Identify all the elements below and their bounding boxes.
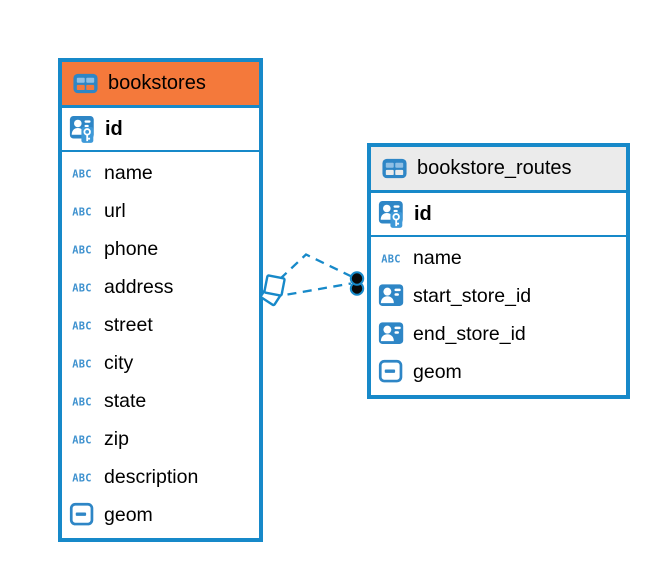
primary-key-row[interactable]: id (62, 108, 259, 152)
primary-key-row[interactable]: id (371, 193, 626, 237)
table-row[interactable]: geom (62, 496, 259, 534)
abc-icon (69, 463, 96, 492)
column-name: address (104, 275, 174, 298)
person-key-icon (69, 115, 96, 144)
column-name: id (105, 117, 123, 140)
column-list: name start_store_id end_store_id geom (371, 237, 626, 395)
column-name: start_store_id (413, 284, 532, 307)
column-name: description (104, 465, 199, 488)
relationship-edge-upper[interactable] (279, 253, 352, 280)
grid-table-icon (72, 70, 99, 97)
column-name: state (104, 389, 147, 412)
table-row[interactable]: street (62, 306, 259, 344)
table-row[interactable]: phone (62, 230, 259, 268)
column-name: street (104, 313, 153, 336)
person-card-icon (378, 282, 405, 311)
table-header-bookstore-routes[interactable]: bookstore_routes (371, 147, 626, 193)
person-card-icon (378, 320, 405, 349)
dot-end-marker[interactable] (349, 271, 365, 296)
abc-icon (69, 425, 96, 454)
table-bookstores[interactable]: bookstores id name url phone address (58, 58, 263, 542)
relationship-edge-lower[interactable] (287, 282, 352, 296)
abc-icon (69, 349, 96, 378)
table-row[interactable]: state (62, 382, 259, 420)
column-name: geom (104, 503, 153, 526)
diamond-end-marker[interactable] (259, 274, 286, 307)
table-row[interactable]: end_store_id (371, 315, 626, 353)
abc-icon (69, 273, 96, 302)
abc-icon (69, 159, 96, 188)
table-row[interactable]: url (62, 192, 259, 230)
table-title: bookstore_routes (417, 157, 572, 179)
abc-icon (69, 197, 96, 226)
dash-box-icon (378, 358, 405, 387)
column-name: name (413, 246, 462, 269)
column-name: phone (104, 237, 159, 260)
abc-icon (69, 235, 96, 264)
abc-icon (69, 311, 96, 340)
relationship-link[interactable] (259, 253, 365, 307)
table-row[interactable]: description (62, 458, 259, 496)
table-header-bookstores[interactable]: bookstores (62, 62, 259, 108)
column-name: geom (413, 360, 462, 383)
person-key-icon (378, 200, 405, 229)
table-row[interactable]: start_store_id (371, 277, 626, 315)
table-row[interactable]: geom (371, 353, 626, 391)
dash-box-icon (69, 501, 96, 530)
abc-icon (378, 244, 405, 273)
abc-icon (69, 387, 96, 416)
column-name: end_store_id (413, 322, 526, 345)
table-row[interactable]: address (62, 268, 259, 306)
table-title: bookstores (108, 72, 206, 94)
table-bookstore-routes[interactable]: bookstore_routes id name start_store_id … (367, 143, 630, 399)
table-row[interactable]: city (62, 344, 259, 382)
column-name: id (414, 202, 432, 225)
table-row[interactable]: name (371, 239, 626, 277)
column-list: name url phone address street city (62, 152, 259, 538)
column-name: name (104, 161, 153, 184)
grid-table-icon (381, 155, 408, 182)
column-name: city (104, 351, 134, 374)
table-row[interactable]: name (62, 154, 259, 192)
column-name: zip (104, 427, 129, 450)
column-name: url (104, 199, 126, 222)
table-row[interactable]: zip (62, 420, 259, 458)
